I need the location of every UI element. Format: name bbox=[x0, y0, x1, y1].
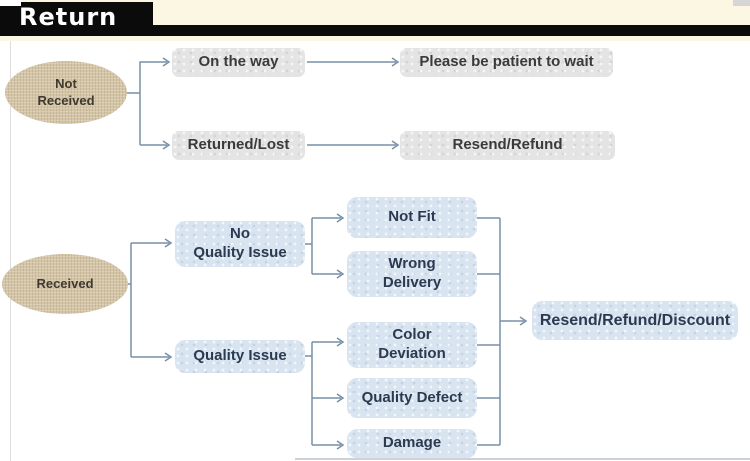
node-wrong-delivery: Wrong Delivery bbox=[347, 251, 477, 297]
node-damage: Damage bbox=[347, 429, 477, 458]
node-color-deviation: Color Deviation bbox=[347, 322, 477, 368]
node-on-the-way: On the way bbox=[172, 48, 305, 77]
page-bottom-border bbox=[295, 458, 750, 460]
page-title: Return bbox=[0, 2, 153, 32]
banner-corner bbox=[733, 0, 750, 6]
node-please-be-patient: Please be patient to wait bbox=[400, 48, 613, 77]
node-quality-issue: Quality Issue bbox=[175, 340, 305, 373]
banner-notch bbox=[0, 0, 21, 6]
node-returned-lost: Returned/Lost bbox=[172, 131, 305, 160]
node-not-received: Not Received bbox=[5, 61, 127, 124]
node-resend-refund-discount: Resend/Refund/Discount bbox=[532, 301, 738, 340]
page-left-border bbox=[10, 41, 11, 461]
node-not-fit: Not Fit bbox=[347, 197, 477, 238]
node-no-quality-issue: No Quality Issue bbox=[175, 221, 305, 267]
node-received: Received bbox=[2, 254, 128, 314]
node-resend-refund: Resend/Refund bbox=[400, 131, 615, 160]
node-quality-defect: Quality Defect bbox=[347, 378, 477, 418]
banner-bar bbox=[0, 25, 750, 36]
